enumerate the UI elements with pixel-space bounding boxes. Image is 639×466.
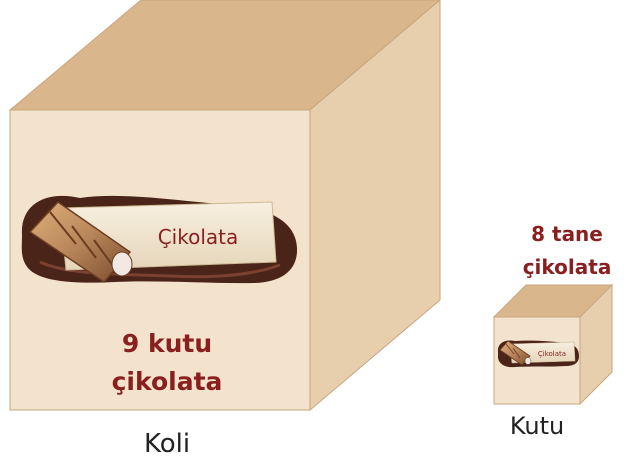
small-chocolate-illustration: Çikolata xyxy=(498,340,579,367)
small-box-caption: Kutu xyxy=(510,412,564,440)
large-chocolate-label-text: Çikolata xyxy=(158,225,239,249)
small-box-quantity-line1: 8 tane xyxy=(531,222,603,246)
large-box: Çikolata 9 kutu çikolata xyxy=(10,0,440,410)
large-box-quantity-line2: çikolata xyxy=(112,367,223,396)
small-box-quantity-line2: çikolata xyxy=(523,255,612,279)
small-chocolate-label-text: Çikolata xyxy=(538,350,566,358)
large-box-caption: Koli xyxy=(144,429,190,459)
large-box-quantity-line1: 9 kutu xyxy=(122,329,212,358)
small-box: Çikolata xyxy=(494,285,612,404)
large-chocolate-illustration: Çikolata xyxy=(22,196,297,283)
